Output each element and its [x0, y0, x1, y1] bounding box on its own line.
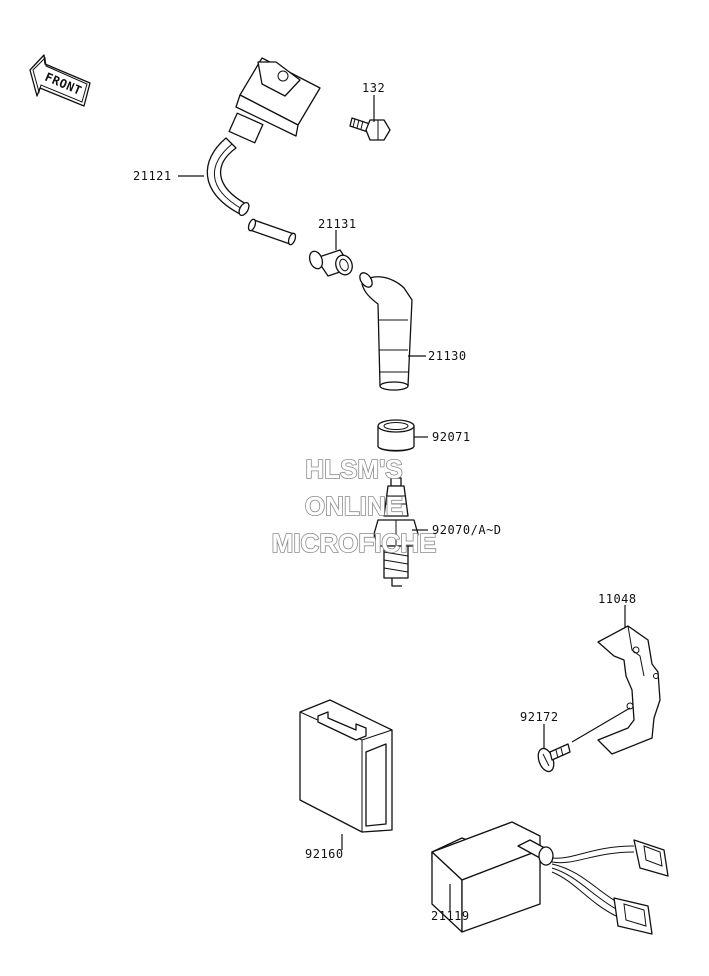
case-92160	[299, 699, 393, 833]
bracket-11048	[597, 625, 661, 755]
part-labels: 132 21121 21131 21130 92071 92070/A~D 11…	[133, 81, 637, 923]
label-21130: 21130	[428, 349, 467, 363]
label-92172: 92172	[520, 710, 559, 724]
leader-lines	[178, 95, 631, 912]
plug-cap-21130	[359, 272, 413, 391]
screw-92172	[537, 743, 571, 773]
ignition-coil	[206, 57, 321, 246]
watermark-line-2: ONLINE	[305, 491, 403, 521]
seal-92071	[377, 419, 415, 452]
watermark: HLSM'S ONLINE MICROFICHE	[271, 453, 437, 559]
igniter-21119	[431, 821, 669, 935]
label-132: 132	[362, 81, 385, 95]
label-21131: 21131	[318, 217, 357, 231]
label-92071: 92071	[432, 430, 471, 444]
label-92160: 92160	[305, 847, 344, 861]
front-arrow-icon: FRONT	[29, 54, 91, 107]
bolt-132	[349, 117, 391, 141]
label-92070: 92070/A~D	[432, 523, 502, 537]
label-21121: 21121	[133, 169, 172, 183]
watermark-line-3: MICROFICHE	[272, 528, 437, 558]
cap-21131	[308, 249, 353, 277]
watermark-line-1: HLSM'S	[305, 454, 402, 484]
label-11048: 11048	[598, 592, 637, 606]
spark-plug-92070	[373, 477, 419, 587]
label-21119: 21119	[431, 909, 470, 923]
